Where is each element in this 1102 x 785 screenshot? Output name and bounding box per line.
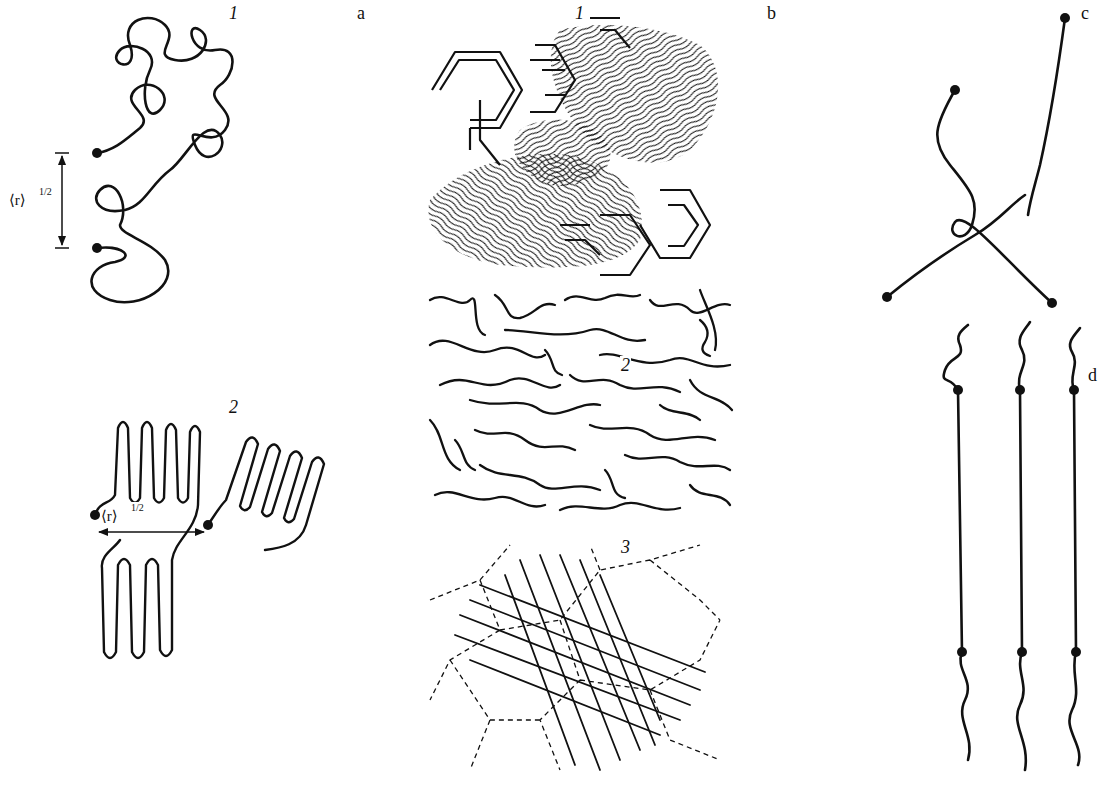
- panel-number: 1: [574, 4, 585, 24]
- panel-number: 3: [620, 538, 631, 558]
- panel-number: 2: [228, 398, 239, 418]
- chain-end: [953, 385, 1081, 657]
- crossing-chains: [887, 18, 1065, 303]
- panel-letter: d: [1087, 366, 1098, 386]
- fibril-bundle: [455, 555, 705, 770]
- chain-end: [92, 148, 102, 253]
- lamellar-structure: [428, 18, 718, 275]
- panel-letter: b: [766, 4, 777, 24]
- distance-symbol: ⟨r⟩: [8, 192, 27, 209]
- chain-end: [882, 13, 1070, 308]
- distance-arrow: [99, 531, 204, 533]
- stretched-chains: [944, 322, 1080, 770]
- entangled-chains: [430, 290, 732, 510]
- random-coil: [91, 18, 232, 302]
- panel-number: 2: [620, 356, 631, 376]
- panel-number: 1: [228, 4, 239, 24]
- grain-boundaries: [430, 545, 720, 770]
- exponent: 1/2: [38, 186, 53, 197]
- distance-arrow: [55, 153, 69, 248]
- panel-letter: a: [356, 4, 366, 24]
- panel-letter: c: [1080, 4, 1090, 24]
- folded-chain: [95, 422, 324, 658]
- distance-symbol: ⟨r⟩: [100, 508, 119, 525]
- exponent: 1/2: [130, 502, 145, 513]
